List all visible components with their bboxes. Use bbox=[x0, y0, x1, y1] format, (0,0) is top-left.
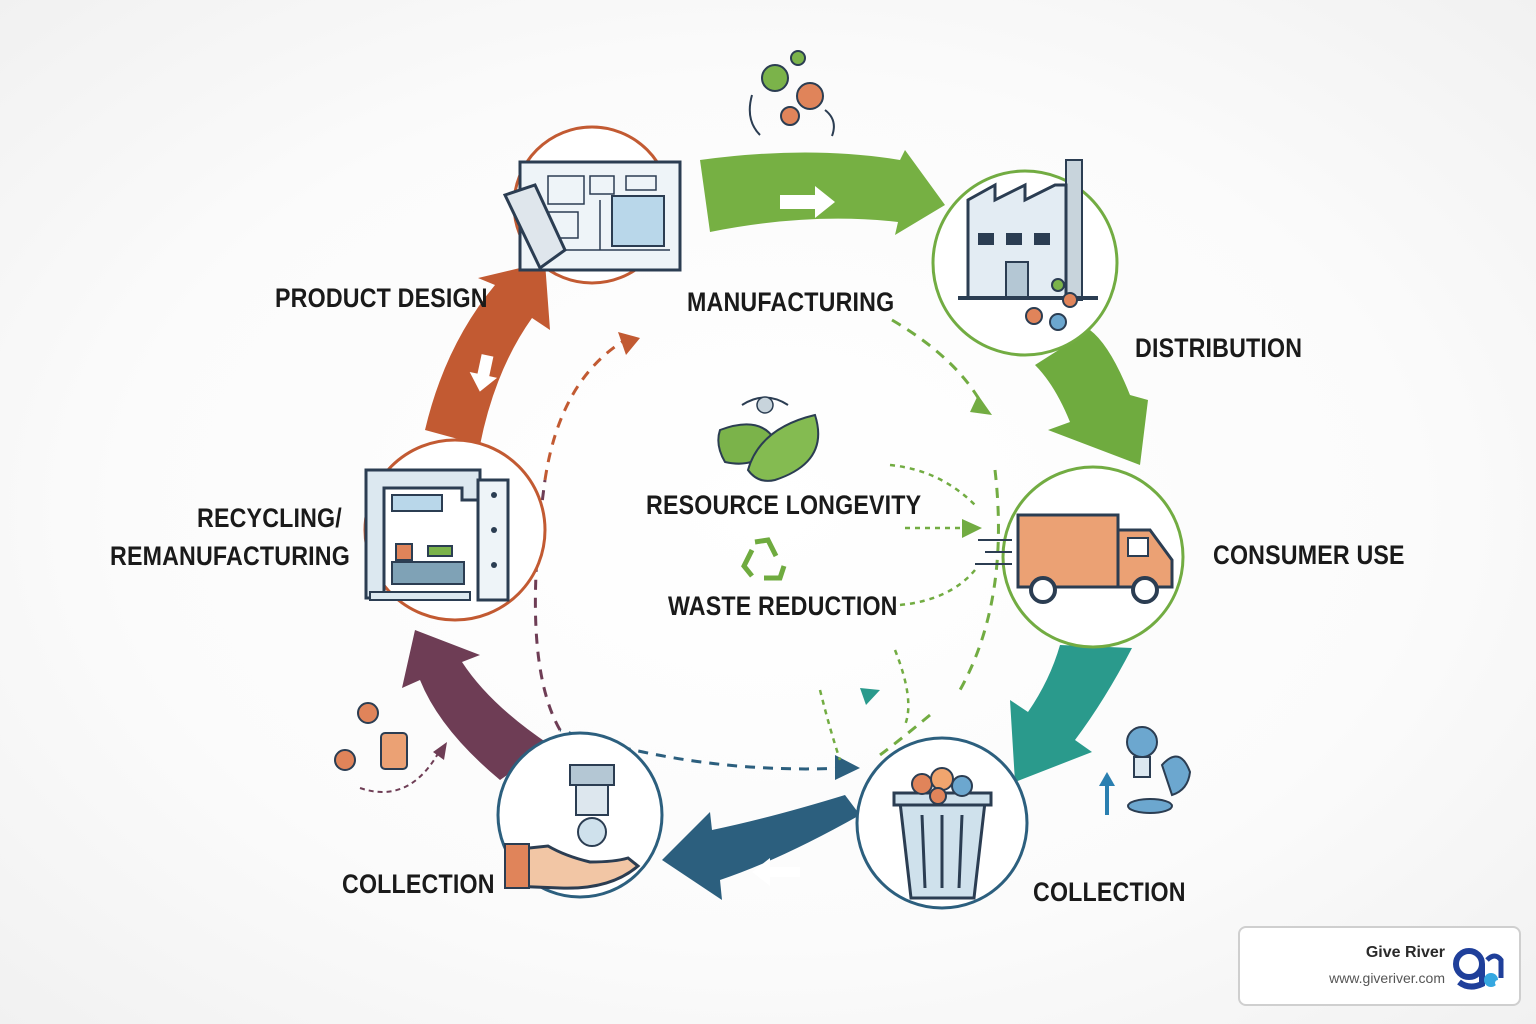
brand-name: Give River bbox=[1365, 944, 1445, 961]
brand-badge[interactable]: Give River www.giveriver.com bbox=[1238, 926, 1521, 1006]
circle-recycling bbox=[363, 438, 547, 622]
give-river-logo-icon bbox=[1453, 948, 1504, 990]
arrow-glyph-bottom bbox=[752, 858, 800, 886]
dashed-arrowhead-green bbox=[970, 395, 992, 415]
circle-manufacturing bbox=[931, 159, 1119, 357]
label-manufacturing: MANUFACTURING bbox=[687, 287, 895, 317]
center-waste-reduction: WASTE REDUCTION bbox=[668, 591, 898, 621]
arrow-green-right bbox=[1035, 330, 1148, 465]
recycle-icon bbox=[741, 537, 787, 581]
scraps-icon bbox=[334, 702, 447, 793]
label-collection-right: COLLECTION bbox=[1033, 877, 1186, 907]
label-collection-left: COLLECTION bbox=[342, 869, 495, 899]
arrow-navy-bottom bbox=[662, 795, 860, 900]
circle-distribution bbox=[975, 465, 1185, 649]
particles-icon-top bbox=[748, 50, 835, 137]
label-product-design: PRODUCT DESIGN bbox=[275, 283, 488, 313]
arrow-plum-left bbox=[402, 630, 550, 780]
brand-url[interactable]: www.giveriver.com bbox=[1329, 970, 1445, 986]
dashed-arrowhead-teal bbox=[860, 688, 880, 705]
arrow-rust-left bbox=[425, 262, 550, 445]
arrow-teal-right bbox=[1010, 645, 1132, 782]
bulb-icon bbox=[1099, 726, 1192, 815]
label-distribution: DISTRIBUTION bbox=[1135, 333, 1303, 363]
circle-consumer-use bbox=[855, 736, 1029, 910]
dashed-arrowhead-navy bbox=[835, 755, 860, 780]
dashed-arrowhead-rust bbox=[618, 332, 640, 355]
center-resource-longevity: RESOURCE LONGEVITY bbox=[646, 490, 922, 520]
dotted-inflows bbox=[818, 463, 976, 761]
label-recycling-line2: REMANUFACTURING bbox=[110, 541, 350, 571]
label-consumer-use: CONSUMER USE bbox=[1213, 540, 1405, 570]
arrow-glyph-top bbox=[780, 186, 835, 218]
leaf-icon bbox=[717, 396, 820, 482]
inner-dashed-loop bbox=[533, 318, 1000, 771]
label-recycling-line1: RECYCLING/ bbox=[197, 503, 342, 533]
dotted-arrowhead bbox=[962, 519, 982, 538]
arrow-glyph-left bbox=[469, 354, 498, 392]
circle-product-design bbox=[502, 125, 682, 285]
circle-collection bbox=[496, 731, 664, 899]
